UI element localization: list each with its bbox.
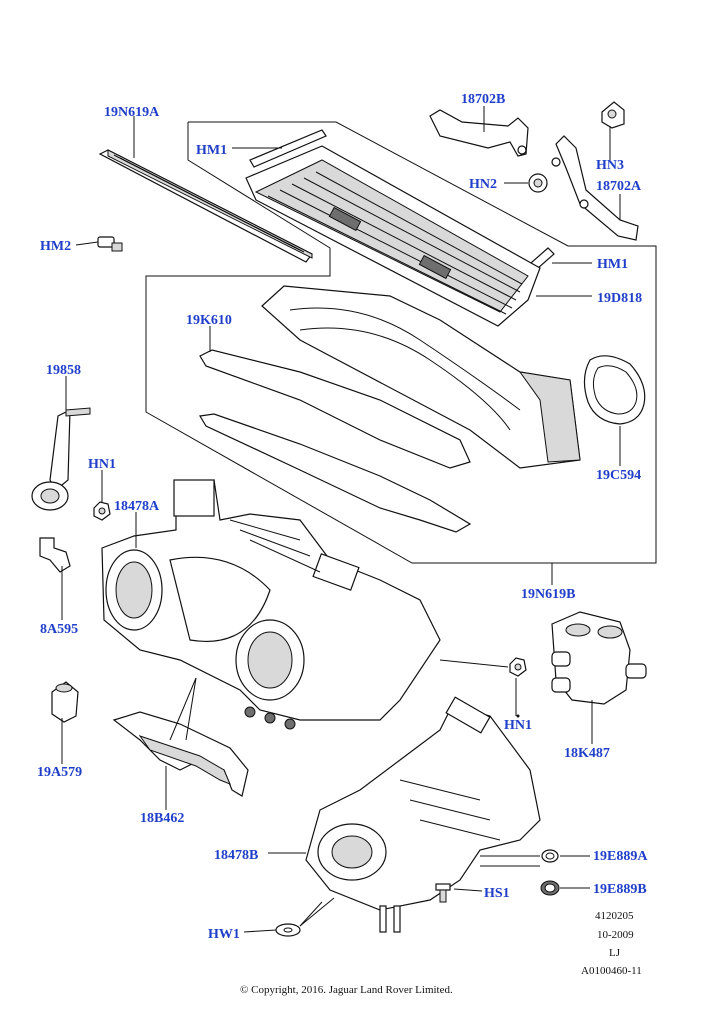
- heater-assembly-18478b-part: [305, 696, 541, 933]
- callout-hm2[interactable]: HM2: [40, 239, 71, 254]
- copyright-notice: © Copyright, 2016. Jaguar Land Rover Lim…: [240, 984, 453, 996]
- callout-19k610[interactable]: 19K610: [186, 313, 232, 328]
- fastener-hm2-part: [97, 236, 123, 252]
- callout-labels: 19N619A HM1 18702B HN3 HN2 18702A HM2 HM…: [37, 92, 648, 942]
- callout-hm1-top[interactable]: HM1: [196, 143, 227, 158]
- callout-hn3[interactable]: HN3: [596, 158, 624, 173]
- rod-hm1-top-part: [249, 129, 327, 168]
- washer-hw1-part: [275, 923, 301, 937]
- o-ring-19e889a-part: [541, 849, 559, 863]
- air-intake-grille-part: [245, 145, 541, 327]
- callout-19d818[interactable]: 19D818: [597, 291, 642, 306]
- callout-hw1[interactable]: HW1: [208, 927, 240, 942]
- callout-18702b[interactable]: 18702B: [461, 92, 505, 107]
- bracket-18702b-part: [429, 109, 529, 157]
- mount-19a579-part: [51, 681, 79, 723]
- o-ring-19e889b-part: [540, 880, 560, 896]
- nut-hn3-part: [601, 101, 625, 129]
- cabin-filter-part: [98, 149, 313, 263]
- callout-18b462[interactable]: 18B462: [140, 811, 184, 826]
- kit-boundary-outline: [145, 121, 657, 564]
- hose-elbow-8a595-part: [39, 537, 71, 573]
- callout-19e889a[interactable]: 19E889A: [593, 849, 648, 864]
- nut-hn1-right-part: [509, 657, 527, 677]
- heater-assembly-18478a-part: [101, 479, 441, 730]
- callout-hn2[interactable]: HN2: [469, 177, 497, 192]
- callout-19n619a[interactable]: 19N619A: [104, 105, 160, 120]
- callout-19c594[interactable]: 19C594: [596, 468, 641, 483]
- bracket-18702a-part: [551, 135, 639, 241]
- metadata-initials: LJ: [609, 947, 621, 959]
- callout-8a595[interactable]: 8A595: [40, 622, 78, 637]
- screw-hs1-part: [435, 883, 451, 903]
- cover-18b462-part: [112, 711, 249, 797]
- metadata-date: 10-2009: [597, 929, 634, 941]
- callout-19858[interactable]: 19858: [46, 363, 81, 378]
- air-duct-19k610-part: [261, 285, 581, 469]
- callout-18k487[interactable]: 18K487: [564, 746, 610, 761]
- metadata-ref: A0100460-11: [581, 965, 642, 977]
- callout-hm1-right[interactable]: HM1: [597, 257, 628, 272]
- nut-hn1-left-part: [93, 501, 111, 521]
- callout-19e889b[interactable]: 19E889B: [593, 882, 647, 897]
- leader-lines: [61, 106, 621, 933]
- callout-hn1-right[interactable]: HN1: [504, 718, 532, 733]
- nut-hn2-part: [528, 173, 548, 193]
- callout-18702a[interactable]: 18702A: [596, 179, 642, 194]
- seal-upper-part: [199, 349, 471, 469]
- callout-hn1-left[interactable]: HN1: [88, 457, 116, 472]
- valve-18k487-part: [551, 611, 647, 705]
- callout-18478b[interactable]: 18478B: [214, 848, 258, 863]
- callout-18478a[interactable]: 18478A: [114, 499, 160, 514]
- ring-seal-19c594-part: [583, 355, 646, 425]
- pipe-19858-part: [31, 407, 91, 511]
- callout-19a579[interactable]: 19A579: [37, 765, 82, 780]
- metadata-code: 4120205: [595, 910, 634, 922]
- diagram-metadata: 4120205 10-2009 LJ A0100460-11: [581, 910, 642, 977]
- callout-hs1[interactable]: HS1: [484, 886, 510, 901]
- callout-19n619b[interactable]: 19N619B: [521, 587, 575, 602]
- seal-lower-part: [199, 413, 472, 533]
